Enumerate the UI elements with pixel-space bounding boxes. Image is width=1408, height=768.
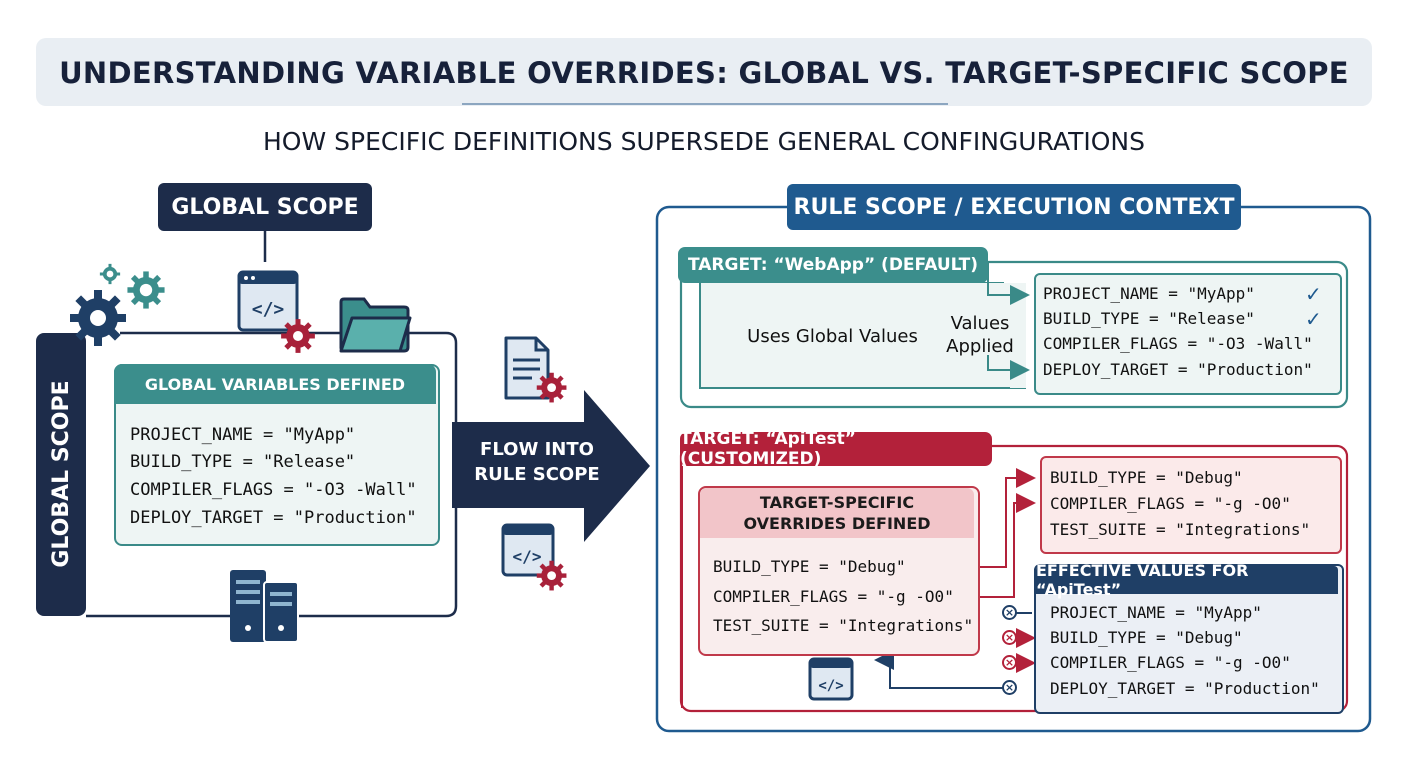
effective-value-line: DEPLOY_TARGET = "Production" [1050, 679, 1320, 698]
override-line: COMPILER_FLAGS = "-g -O0" [713, 587, 954, 606]
webapp-target-tab: TARGET: “WebApp” (DEFAULT) [678, 247, 988, 283]
check-icon: ✓ [1305, 307, 1322, 331]
apitest-target-tab: TARGET: “ApiTest” (CUSTOMIZED) [680, 429, 992, 469]
override-values-box [1040, 456, 1342, 554]
webapp-value-line: COMPILER_FLAGS = "-O3 -Wall" [1043, 334, 1313, 353]
svg-text:</>: </> [513, 547, 542, 566]
global-var-line: COMPILER_FLAGS = "-O3 -Wall" [130, 480, 417, 500]
values-applied-line: Applied [946, 336, 1014, 357]
values-applied-label: Values Applied [935, 312, 1025, 358]
overrides-title-line: TARGET-SPECIFIC [759, 493, 915, 512]
webapp-value-line: PROJECT_NAME = "MyApp" [1043, 284, 1255, 303]
overrides-title-line: OVERRIDES DEFINED [743, 514, 931, 533]
override-line: TEST_SUITE = "Integrations" [713, 616, 974, 635]
effective-value-line: COMPILER_FLAGS = "-g -O0" [1050, 653, 1291, 672]
check-icon: ✓ [1305, 282, 1322, 306]
server-icon [230, 570, 299, 643]
flow-arrow [452, 390, 650, 542]
global-var-line: BUILD_TYPE = "Release" [130, 452, 356, 472]
svg-text:</>: </> [252, 299, 285, 320]
flow-label-line: RULE SCOPE [474, 464, 600, 485]
webapp-value-line: DEPLOY_TARGET = "Production" [1043, 360, 1313, 379]
global-scope-badge: GLOBAL SCOPE [158, 183, 372, 231]
document-gear-icon [504, 336, 567, 403]
merge-icon: × [1002, 655, 1017, 670]
override-value-line: TEST_SUITE = "Integrations" [1050, 520, 1311, 539]
effective-values-title: EFFECTIVE VALUES FOR “ApiTest” [1036, 561, 1338, 599]
global-var-line: DEPLOY_TARGET = "Production" [130, 508, 417, 528]
title-underline [462, 103, 948, 105]
flow-arrow-label: FLOW INTO RULE SCOPE [462, 437, 612, 487]
svg-text:</>: </> [818, 678, 843, 694]
gear-icon [99, 263, 121, 285]
title-banner [36, 38, 1372, 106]
merge-icon: × [1002, 605, 1017, 620]
override-value-line: BUILD_TYPE = "Debug" [1050, 468, 1243, 487]
code-window-icon: </> [501, 523, 567, 591]
webapp-uses-global-label: Uses Global Values [747, 326, 918, 347]
gear-icon [281, 319, 315, 353]
code-window-icon: </> [808, 657, 854, 701]
global-scope-side-label: GLOBAL SCOPE [48, 380, 74, 568]
gear-icon [127, 271, 165, 309]
flow-label-line: FLOW INTO [480, 439, 594, 460]
merge-icon: × [1002, 630, 1017, 645]
gear-icon [70, 290, 126, 346]
webapp-values-box [1034, 273, 1342, 395]
code-window-icon: </> [237, 270, 299, 332]
overrides-title: TARGET-SPECIFIC OVERRIDES DEFINED [700, 488, 974, 538]
page-subtitle: HOW SPECIFIC DEFINITIONS SUPERSEDE GENER… [262, 127, 1146, 156]
rule-scope-badge: RULE SCOPE / EXECUTION CONTEXT [787, 184, 1241, 230]
merge-icon: × [1002, 680, 1017, 695]
values-applied-line: Values [950, 313, 1010, 334]
global-variables-title: GLOBAL VARIABLES DEFINED [114, 364, 436, 404]
folder-icon [339, 297, 412, 353]
override-value-line: COMPILER_FLAGS = "-g -O0" [1050, 494, 1291, 513]
override-line: BUILD_TYPE = "Debug" [713, 557, 906, 576]
effective-value-line: PROJECT_NAME = "MyApp" [1050, 603, 1262, 622]
page-title: UNDERSTANDING VARIABLE OVERRIDES: GLOBAL… [59, 56, 1349, 90]
webapp-value-line: BUILD_TYPE = "Release" [1043, 309, 1255, 328]
effective-value-line: BUILD_TYPE = "Debug" [1050, 628, 1243, 647]
global-var-line: PROJECT_NAME = "MyApp" [130, 425, 356, 445]
global-scope-sidebar [36, 333, 86, 616]
